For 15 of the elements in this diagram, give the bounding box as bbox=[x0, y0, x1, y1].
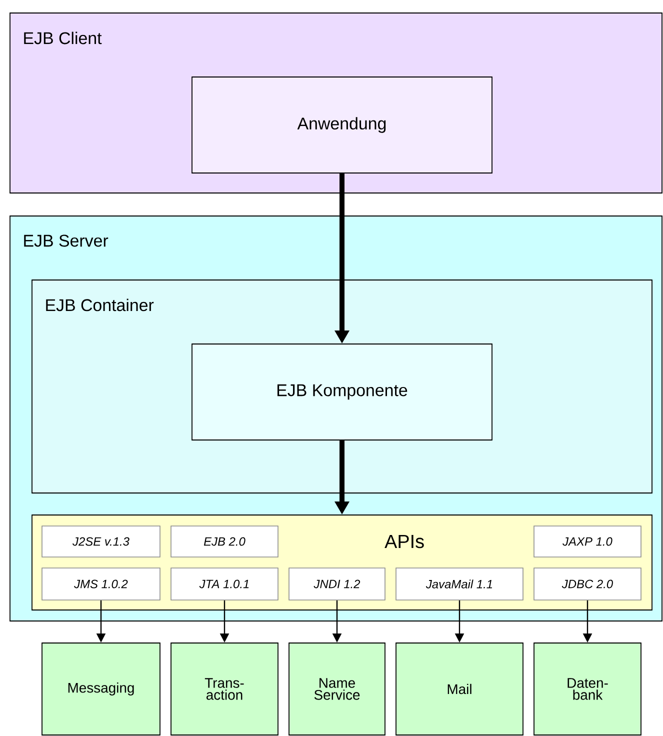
api-box: JDBC 2.0 bbox=[534, 568, 642, 600]
api-box: JMS 1.0.2 bbox=[42, 568, 160, 600]
process-box: Anwendung bbox=[192, 76, 492, 174]
service-box: Trans- action bbox=[170, 642, 278, 736]
api-box: JNDI 1.2 bbox=[288, 568, 386, 600]
service-box: Daten- bank bbox=[534, 642, 642, 736]
api-box: JAXP 1.0 bbox=[534, 526, 642, 558]
service-box: Mail bbox=[396, 642, 524, 736]
api-box: JavaMail 1.1 bbox=[396, 568, 524, 600]
service-box: Messaging bbox=[42, 642, 160, 736]
api-box: J2SE v.1.3 bbox=[42, 526, 160, 558]
service-box: Name Service bbox=[288, 642, 386, 736]
api-box: EJB 2.0 bbox=[170, 526, 278, 558]
api-box: JTA 1.0.1 bbox=[170, 568, 278, 600]
component-box: EJB Komponente bbox=[192, 344, 492, 440]
